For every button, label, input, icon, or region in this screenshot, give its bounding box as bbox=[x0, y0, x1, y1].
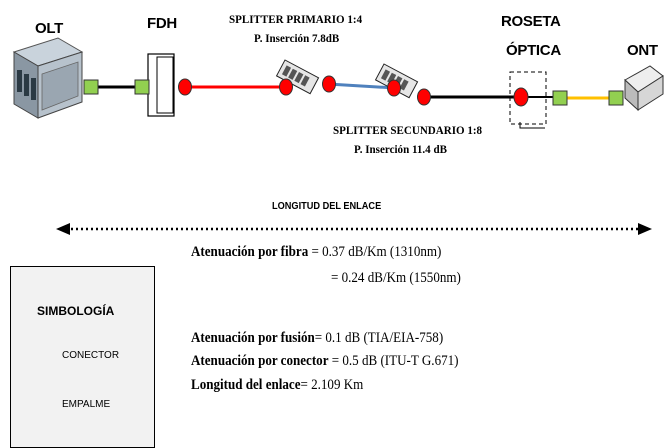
fiber-attenuation-1310-value: = 0.37 dB/Km (1310nm) bbox=[308, 244, 442, 260]
connector-fdh bbox=[134, 79, 150, 95]
legend-splice-label: EMPALME bbox=[62, 399, 111, 410]
fdh-label: FDH bbox=[147, 15, 177, 32]
fiber-attenuation-1310: Atenuación por fibra = 0.37 dB/Km (1310n… bbox=[191, 244, 441, 261]
connector-ont bbox=[608, 90, 624, 106]
link-length-value: = 2.109 Km bbox=[300, 377, 364, 393]
olt-device-icon bbox=[12, 37, 84, 119]
splitter-secondary-name: SPLITTER SECUNDARIO 1:8 bbox=[333, 123, 483, 137]
connector-attenuation: Atenuación por conector = 0.5 dB (ITU-T … bbox=[191, 353, 458, 370]
link-length-label: LONGITUD DEL ENLACE bbox=[272, 201, 382, 212]
legend-title: SIMBOLOGÍA bbox=[37, 304, 115, 318]
splice-fdh bbox=[178, 78, 192, 96]
fusion-attenuation-label: Atenuación por fusión bbox=[191, 330, 315, 346]
splitter-primary-loss: P. Inserción 7.8dB bbox=[254, 31, 340, 45]
roseta-optica-icon bbox=[509, 71, 547, 129]
link-length: Longitud del enlace= 2.109 Km bbox=[191, 377, 363, 394]
legend-connector-label: CONECTOR bbox=[62, 350, 120, 361]
connector-olt bbox=[83, 79, 99, 95]
splice-splitter1-in bbox=[279, 78, 293, 96]
ont-label: ONT bbox=[627, 42, 658, 59]
splitter-primary-icon bbox=[275, 59, 320, 95]
roseta-label-line2: ÓPTICA bbox=[506, 42, 561, 59]
splitter-secondary-loss: P. Inserción 11.4 dB bbox=[354, 142, 447, 156]
ont-device-icon bbox=[624, 65, 664, 112]
link-length-param-label: Longitud del enlace bbox=[191, 377, 301, 393]
connector-roseta bbox=[552, 90, 568, 106]
network-diagram bbox=[12, 37, 664, 414]
splice-splitter2-out bbox=[417, 88, 431, 106]
fiber-splitter1-splitter2 bbox=[327, 82, 396, 90]
roseta-label-line1: ROSETA bbox=[501, 13, 561, 30]
splitter-primary-name: SPLITTER PRIMARIO 1:4 bbox=[229, 12, 363, 26]
fdh-cabinet-icon bbox=[147, 53, 175, 117]
link-length-arrow bbox=[56, 223, 652, 235]
fusion-attenuation-value: = 0.1 dB (TIA/EIA-758) bbox=[314, 330, 444, 346]
connector-attenuation-value: = 0.5 dB (ITU-T G.671) bbox=[328, 353, 459, 369]
connector-attenuation-label: Atenuación por conector bbox=[191, 353, 329, 369]
splice-splitter1-out bbox=[322, 75, 336, 93]
fiber-attenuation-label: Atenuación por fibra bbox=[191, 244, 309, 260]
fiber-attenuation-1550: = 0.24 dB/Km (1550nm) bbox=[331, 270, 461, 286]
splice-splitter2-in bbox=[387, 79, 401, 97]
olt-label: OLT bbox=[35, 20, 63, 37]
fusion-attenuation: Atenuación por fusión= 0.1 dB (TIA/EIA-7… bbox=[191, 330, 443, 347]
splice-roseta bbox=[513, 87, 529, 107]
